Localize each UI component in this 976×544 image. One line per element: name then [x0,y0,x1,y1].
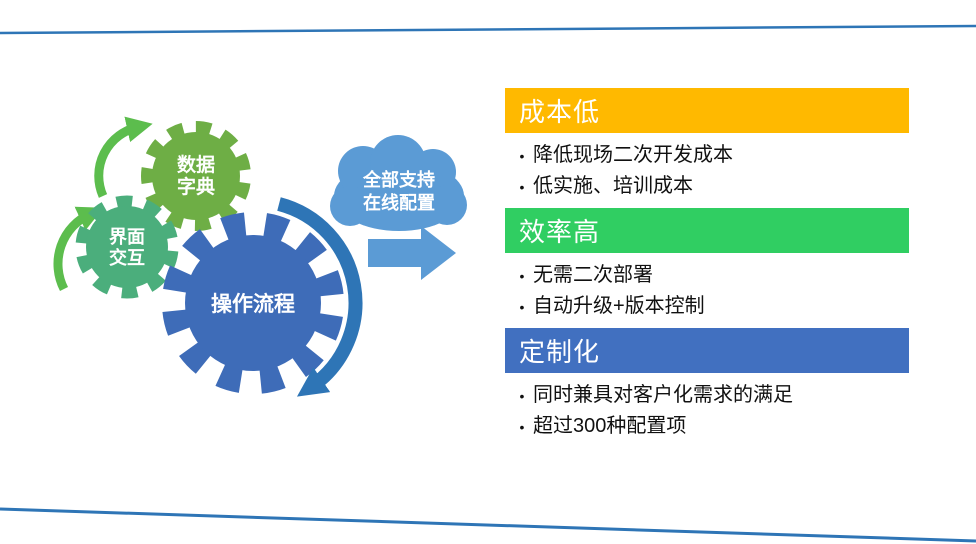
bullet-dot: • [519,299,525,315]
right-arrow-icon [368,226,456,280]
panel-customization: 定制化 • 同时兼具对客户化需求的满足 • 超过300种配置项 [505,328,909,442]
bullet-text: 超过300种配置项 [533,415,687,437]
panel-title: 成本低 [519,97,601,127]
panel-cost-header: 成本低 [505,88,909,133]
bullet-text: 低实施、培训成本 [533,175,693,197]
gear-teeth [141,121,251,231]
cloud-bump [330,186,370,226]
bullet-item: • 低实施、培训成本 [511,171,909,202]
gear-teeth [75,195,179,299]
gear-label: 数据 [177,153,215,176]
bullet-text: 同时兼具对客户化需求的满足 [533,384,793,406]
gear-body [152,132,240,220]
cycle-arrow-blue-icon [277,197,363,397]
bullet-item: • 超过300种配置项 [511,411,909,442]
panel-title: 定制化 [519,337,601,367]
gear-body [86,206,168,288]
cycle-arrow-top-icon [94,116,153,198]
ui-interaction-gear: 界面 交互 [75,195,179,299]
cloud-shape: 全部支持 在线配置 [330,135,467,231]
bullet-item: • 自动升级+版本控制 [511,291,909,322]
panel-title: 效率高 [519,217,601,247]
panel-efficiency: 效率高 • 无需二次部署 • 自动升级+版本控制 [505,208,909,322]
bullet-dot: • [519,148,525,164]
bullet-text: 自动升级+版本控制 [533,295,705,317]
gear-label: 操作流程 [211,292,295,316]
top-border-line [0,24,976,35]
panel-efficiency-header: 效率高 [505,208,909,253]
panel-efficiency-bullets: • 无需二次部署 • 自动升级+版本控制 [505,260,909,322]
panel-cost-bullets: • 降低现场二次开发成本 • 低实施、培训成本 [505,140,909,202]
bullet-dot: • [519,388,525,404]
cloud-label: 全部支持 [362,169,435,190]
bullet-dot: • [519,268,525,284]
bottom-border-line [0,507,976,543]
bullet-item: • 同时兼具对客户化需求的满足 [511,380,909,411]
cloud-bump [427,185,467,225]
gear-label: 交互 [109,247,145,268]
bullet-text: 无需二次部署 [533,264,653,286]
bullet-item: • 降低现场二次开发成本 [511,140,909,171]
cycle-arrow-left-icon [53,206,104,292]
cloud-label: 在线配置 [363,192,435,213]
gear-label: 字典 [177,175,215,198]
panel-cost: 成本低 • 降低现场二次开发成本 • 低实施、培训成本 [505,88,909,202]
bullet-dot: • [519,419,525,435]
bullet-text: 降低现场二次开发成本 [533,144,733,166]
cloud-bump [410,149,456,195]
bullet-dot: • [519,179,525,195]
bullet-item: • 无需二次部署 [511,260,909,291]
panel-customization-bullets: • 同时兼具对客户化需求的满足 • 超过300种配置项 [505,380,909,442]
gear-body [185,235,321,371]
data-dictionary-gear: 数据 字典 [141,121,251,231]
operation-flow-gear: 操作流程 [162,212,344,394]
benefits-panel: 成本低 • 降低现场二次开发成本 • 低实施、培训成本 效率高 • [505,88,909,448]
gear-label: 界面 [109,227,145,247]
panel-customization-header: 定制化 [505,328,909,373]
